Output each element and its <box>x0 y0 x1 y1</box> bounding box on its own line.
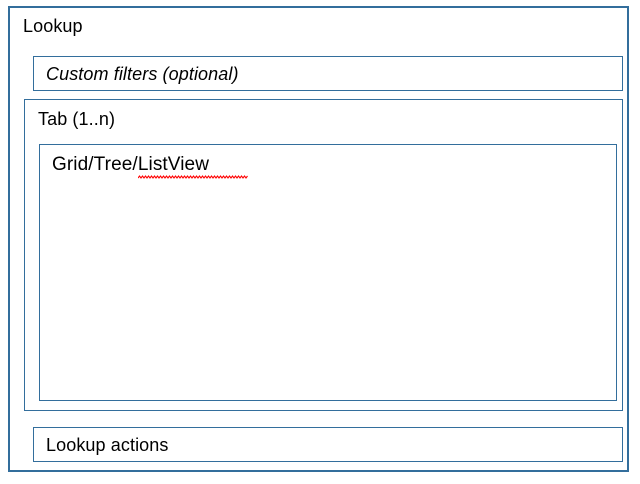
tab-panel[interactable]: Tab (1..n) Grid/Tree/ListView <box>24 99 623 411</box>
lookup-actions-label: Lookup actions <box>46 435 169 455</box>
custom-filters-label: Custom filters (optional) <box>46 64 239 84</box>
grid-label-prefix: Grid/Tree/ <box>52 154 138 175</box>
lookup-actions-panel[interactable]: Lookup actions <box>33 427 623 462</box>
page-title: Lookup <box>23 16 83 36</box>
custom-filters-panel[interactable]: Custom filters (optional) <box>33 56 623 91</box>
grid-tree-listview-label: Grid/Tree/ListView <box>52 153 209 177</box>
tab-label: Tab (1..n) <box>38 109 116 129</box>
grid-label-misspelled-text: ListView <box>137 154 210 175</box>
grid-label-misspelled-word: ListView <box>137 153 210 177</box>
lookup-frame: Lookup Custom filters (optional) Tab (1.… <box>8 6 629 472</box>
grid-tree-listview-panel[interactable]: Grid/Tree/ListView <box>39 144 617 401</box>
spellcheck-squiggle-icon <box>138 175 248 179</box>
